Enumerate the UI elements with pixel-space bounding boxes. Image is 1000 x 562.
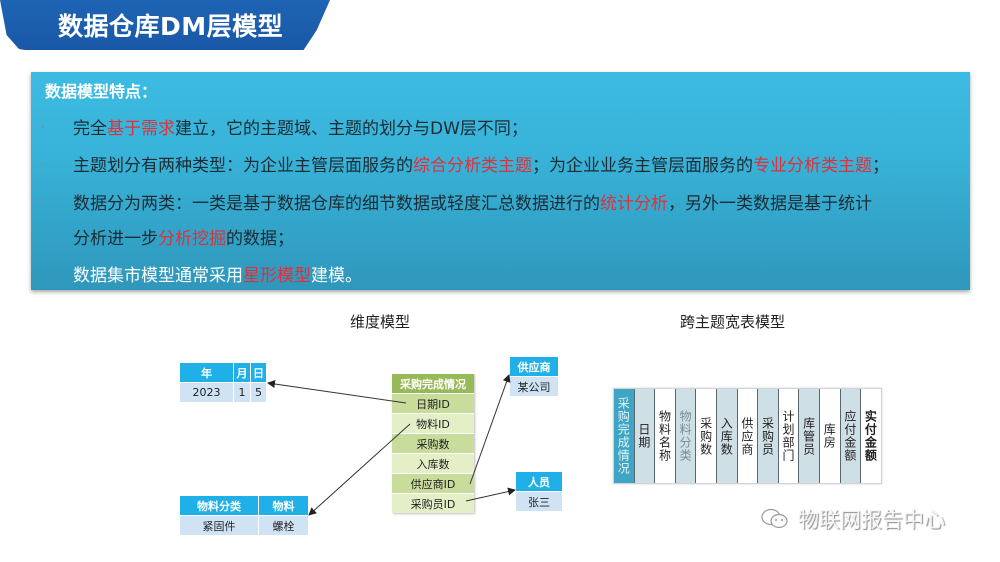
bullet-dot: [41, 125, 44, 128]
fact-row: 供应商ID: [392, 473, 474, 494]
dimension-model-label: 维度模型: [350, 313, 411, 331]
text: 数据集市模型通常采用: [73, 266, 243, 286]
person-dimension-table: 人员 张三: [515, 471, 563, 512]
text: 建立，它的主题域、主题的划分与DW层不同；: [175, 119, 528, 139]
date-dimension-table: 年 月 日 2023 1 5: [179, 362, 267, 403]
text: ；: [872, 156, 889, 176]
features-panel: 数据模型特点： 完全基于需求建立，它的主题域、主题的划分与DW层不同； 主题划分…: [31, 72, 970, 290]
header-person: 人员: [515, 471, 563, 492]
watermark-text: 物联网报告中心: [798, 508, 945, 532]
value-month: 1: [233, 382, 251, 403]
watermark: 物联网报告中心: [760, 504, 945, 534]
value-material-category: 紧固件: [179, 515, 259, 536]
feature-line-3-cont: 分析进一步分析挖掘的数据；: [73, 224, 294, 249]
feature-line-3: 数据分为两类：一类是基于数据仓库的细节数据或轻度汇总数据进行的统计分析，另外一类…: [73, 189, 872, 214]
wide-column: 物料分类: [675, 389, 697, 483]
title-banner: 数据仓库DM层模型: [0, 0, 330, 50]
wide-column: 计划部门: [778, 389, 800, 483]
highlight-text: 星形模型: [243, 266, 311, 286]
fact-row: 采购员ID: [392, 493, 474, 513]
text: 分析进一步: [73, 229, 158, 249]
fact-header: 采购完成情况: [392, 373, 474, 394]
text: ，另外一类数据是基于统计: [668, 194, 872, 214]
panel-heading: 数据模型特点：: [45, 82, 158, 101]
feature-line-1: 完全基于需求建立，它的主题域、主题的划分与DW层不同；: [73, 114, 528, 139]
value-supplier: 某公司: [509, 376, 559, 397]
header-day: 日: [250, 362, 267, 383]
wide-column: 供应商: [737, 389, 759, 483]
bullet-dot: [41, 162, 44, 165]
header-supplier: 供应商: [509, 356, 559, 377]
text: 建模。: [311, 266, 362, 286]
feature-line-4: 数据集市模型通常采用星形模型建模。: [73, 261, 362, 286]
wide-column: 采购数: [696, 389, 717, 483]
arrow-supplier: [469, 374, 511, 485]
arrow-person: [465, 487, 516, 502]
highlight-text: 分析挖掘: [158, 229, 226, 249]
fact-row: 采购数: [392, 433, 474, 454]
text: ；为企业业务主管层面服务的: [532, 156, 753, 176]
feature-line-2: 主题划分有两种类型：为企业主管层面服务的综合分析类主题；为企业业务主管层面服务的…: [73, 151, 889, 176]
wide-table: 采购完成情况 日期 物料名称 物料分类 采购数 入库数 供应商 采购员 计划部门…: [613, 388, 882, 484]
highlight-text: 基于需求: [107, 119, 175, 139]
text: 主题划分有两种类型：为企业主管层面服务的: [73, 156, 413, 176]
wide-table-model-label: 跨主题宽表模型: [680, 313, 786, 331]
value-person: 张三: [515, 491, 563, 512]
highlight-text: 专业分析类主题: [753, 156, 872, 176]
wide-column: 采购完成情况: [614, 389, 635, 483]
value-year: 2023: [179, 382, 234, 403]
fact-row: 物料ID: [392, 413, 474, 434]
fact-table: 采购完成情况 日期ID 物料ID 采购数 入库数 供应商ID 采购员ID: [392, 373, 474, 513]
supplier-dimension-table: 供应商 某公司: [509, 356, 559, 397]
wide-column: 日期: [634, 389, 656, 483]
highlight-text: 统计分析: [600, 194, 668, 214]
text: 完全: [73, 119, 107, 139]
arrow-date: [267, 380, 407, 404]
wide-column: 实付金额: [861, 389, 881, 483]
header-year: 年: [179, 362, 234, 383]
value-day: 5: [250, 382, 267, 403]
wide-column: 物料名称: [655, 389, 676, 483]
wechat-icon: [761, 508, 788, 529]
arrow-material: [308, 423, 411, 516]
text: 数据分为两类：一类是基于数据仓库的细节数据或轻度汇总数据进行的: [73, 194, 600, 214]
wide-column: 库房: [819, 389, 841, 483]
value-material: 螺栓: [258, 515, 309, 536]
page-title: 数据仓库DM层模型: [58, 12, 284, 41]
material-dimension-table: 物料分类 物料 紧固件 螺栓: [179, 495, 309, 536]
fact-row: 日期ID: [392, 393, 474, 414]
fact-row: 入库数: [392, 453, 474, 474]
wide-column: 库管员: [799, 389, 820, 483]
wide-column: 入库数: [716, 389, 738, 483]
text: 的数据；: [226, 229, 294, 249]
bullet-dot: [41, 200, 44, 203]
wide-column: 应付金额: [840, 389, 862, 483]
wide-column: 采购员: [758, 389, 779, 483]
highlight-text: 综合分析类主题: [413, 156, 532, 176]
